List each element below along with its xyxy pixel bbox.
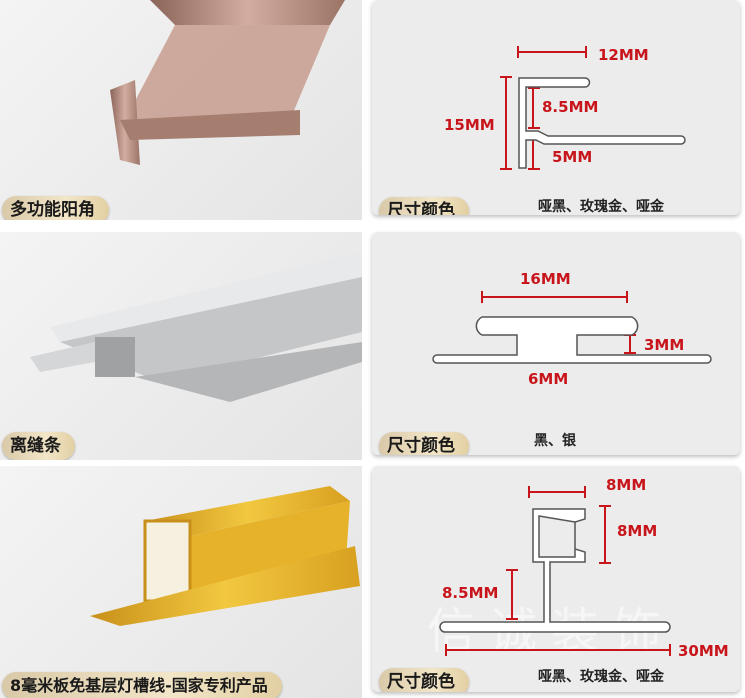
- dimension-lower: 5MM: [552, 148, 593, 166]
- product-label: 离缝条: [2, 432, 75, 460]
- dimension-stem: 8.5MM: [442, 584, 499, 602]
- available-colors: 哑黑、玫瑰金、哑金: [538, 669, 664, 685]
- photo-gold-light-slot: 8毫米板免基层灯槽线-国家专利产品: [0, 466, 362, 698]
- product-label: 多功能阳角: [2, 196, 109, 220]
- size-color-label: 尺寸颜色: [379, 668, 469, 692]
- dimension-height: 15MM: [444, 116, 495, 134]
- profile-drawing: [432, 291, 712, 364]
- dimension-diagram-gap-strip: 16MM 3MM 6MM 尺寸颜色 黑、银: [372, 232, 740, 455]
- dimension-diagram-corner: 12MM 15MM 8.5MM 5MM 尺寸颜色 哑黑、玫瑰金、哑金: [372, 0, 740, 215]
- dimension-width: 12MM: [598, 46, 649, 64]
- profile-drawing: [439, 486, 671, 656]
- dimension-height: 3MM: [644, 336, 685, 354]
- available-colors: 哑黑、玫瑰金、哑金: [538, 199, 664, 215]
- profile-image: [30, 252, 362, 402]
- dimension-inner: 8.5MM: [542, 98, 599, 116]
- product-label: 8毫米板免基层灯槽线-国家专利产品: [2, 672, 282, 698]
- profile-image: [110, 0, 345, 165]
- dimension-gap: 6MM: [528, 370, 569, 388]
- dimension-diagram-light-slot: 信诚装饰 8MM 8MM 8.5MM 30MM 尺寸颜色 哑黑、玫瑰金、哑金: [372, 466, 740, 692]
- size-color-label: 尺寸颜色: [379, 197, 469, 215]
- dimension-width: 16MM: [520, 270, 571, 288]
- available-colors: 黑、银: [534, 433, 576, 449]
- photo-silver-gap-strip: 离缝条: [0, 232, 362, 460]
- profile-image: [90, 486, 360, 626]
- size-color-label: 尺寸颜色: [379, 432, 469, 455]
- dimension-slot-height: 8MM: [617, 522, 658, 540]
- dimension-top-width: 8MM: [606, 476, 647, 494]
- profile-drawing: [500, 46, 686, 170]
- dimension-base-width: 30MM: [678, 642, 729, 660]
- photo-rose-gold-corner-profile: 多功能阳角: [0, 0, 362, 220]
